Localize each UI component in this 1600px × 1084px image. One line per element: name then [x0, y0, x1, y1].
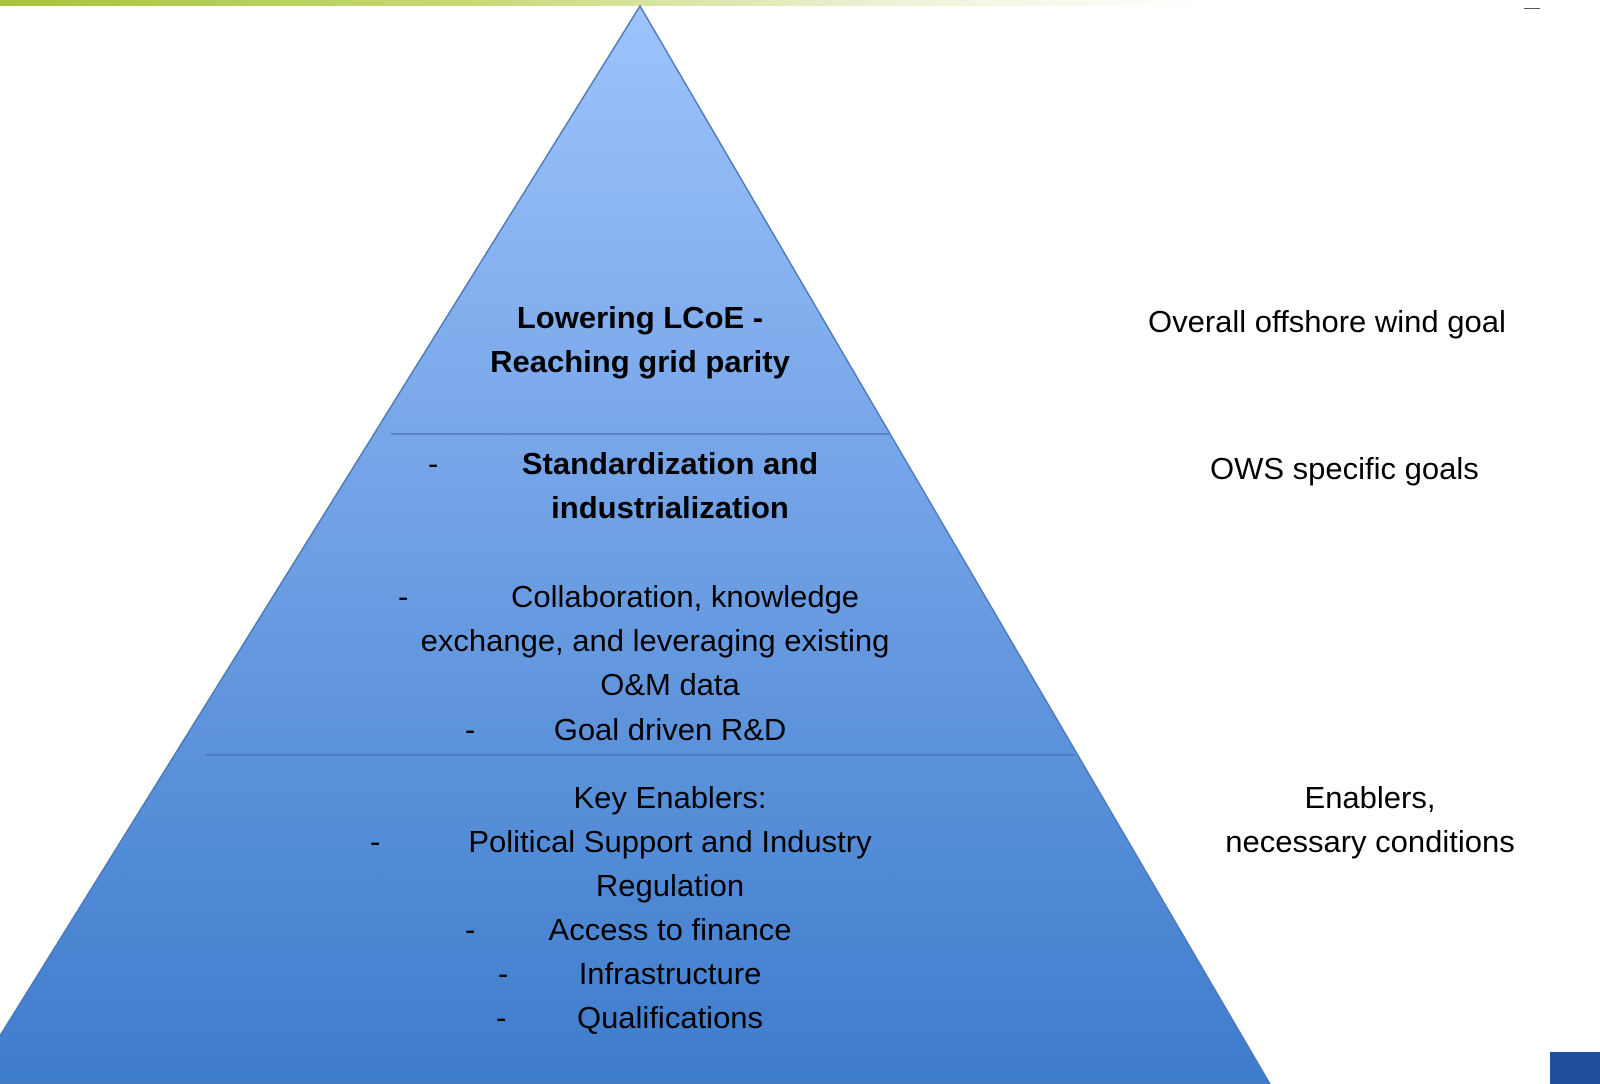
tier-middle-item2-line-2: exchange, and leveraging existing — [420, 623, 890, 658]
tier-middle-item1-line-2: industrialization — [551, 490, 789, 525]
tier-bottom-item1-dash: - — [370, 824, 381, 859]
tier-bottom-item2-dash: - — [465, 912, 476, 947]
tier-bottom-item4-dash: - — [496, 1000, 507, 1035]
tier-bottom-item2: Access to finance — [470, 908, 870, 952]
tier-middle-item2-dash: - — [398, 579, 409, 614]
tier-top-line-1: Lowering LCoE - — [516, 300, 764, 335]
side-label-bottom-line-1: Enablers, — [1304, 780, 1436, 815]
tier-middle-item2: Collaboration, knowledge exchange, and l… — [370, 575, 970, 707]
tier-top-text: Lowering LCoE - Reaching grid parity — [440, 296, 840, 384]
tier-bottom-heading-text: Key Enablers: — [573, 780, 767, 815]
tier-middle-item3-dash: - — [465, 712, 476, 747]
accent-bar — [0, 0, 1200, 6]
tier-bottom-item3-line-1: Infrastructure — [578, 956, 762, 991]
tier-bottom-item1-line-1: Political Support and Industry — [468, 824, 872, 859]
tier-bottom-item2-line-1: Access to finance — [548, 912, 792, 947]
tier-middle-item2-line-1: Collaboration, knowledge — [510, 579, 860, 614]
side-label-top: Overall offshore wind goal — [1148, 304, 1506, 339]
tier-bottom-item4-line-1: Qualifications — [576, 1000, 764, 1035]
tier-bottom-item1: Political Support and Industry Regulatio… — [420, 820, 920, 908]
side-label-bottom-line-2: necessary conditions — [1225, 824, 1515, 859]
tier-bottom-item3-dash: - — [498, 956, 509, 991]
tier-bottom-item3: Infrastructure — [470, 952, 870, 996]
tier-middle-item1-dash: - — [428, 446, 439, 481]
pyramid-shape — [0, 4, 1271, 1084]
tier-bottom-heading: Key Enablers: — [470, 776, 870, 820]
tier-middle-item2-line-3: O&M data — [600, 667, 740, 702]
side-label-middle: OWS specific goals — [1210, 451, 1479, 486]
side-label-bottom: Enablers, necessary conditions — [1170, 776, 1570, 864]
corner-logo — [1550, 1052, 1600, 1084]
tier-bottom-item1-line-2: Regulation — [595, 868, 745, 903]
tier-middle-item1: Standardization and industrialization — [470, 442, 870, 530]
tier-middle-item3: Goal driven R&D — [470, 708, 870, 752]
tier-top-line-2: Reaching grid parity — [490, 344, 790, 379]
corner-mark — [1524, 0, 1540, 9]
tier-bottom-item4: Qualifications — [470, 996, 870, 1040]
tier-middle-item1-line-1: Standardization and — [521, 446, 819, 481]
tier-middle-item3-line-1: Goal driven R&D — [553, 712, 787, 747]
